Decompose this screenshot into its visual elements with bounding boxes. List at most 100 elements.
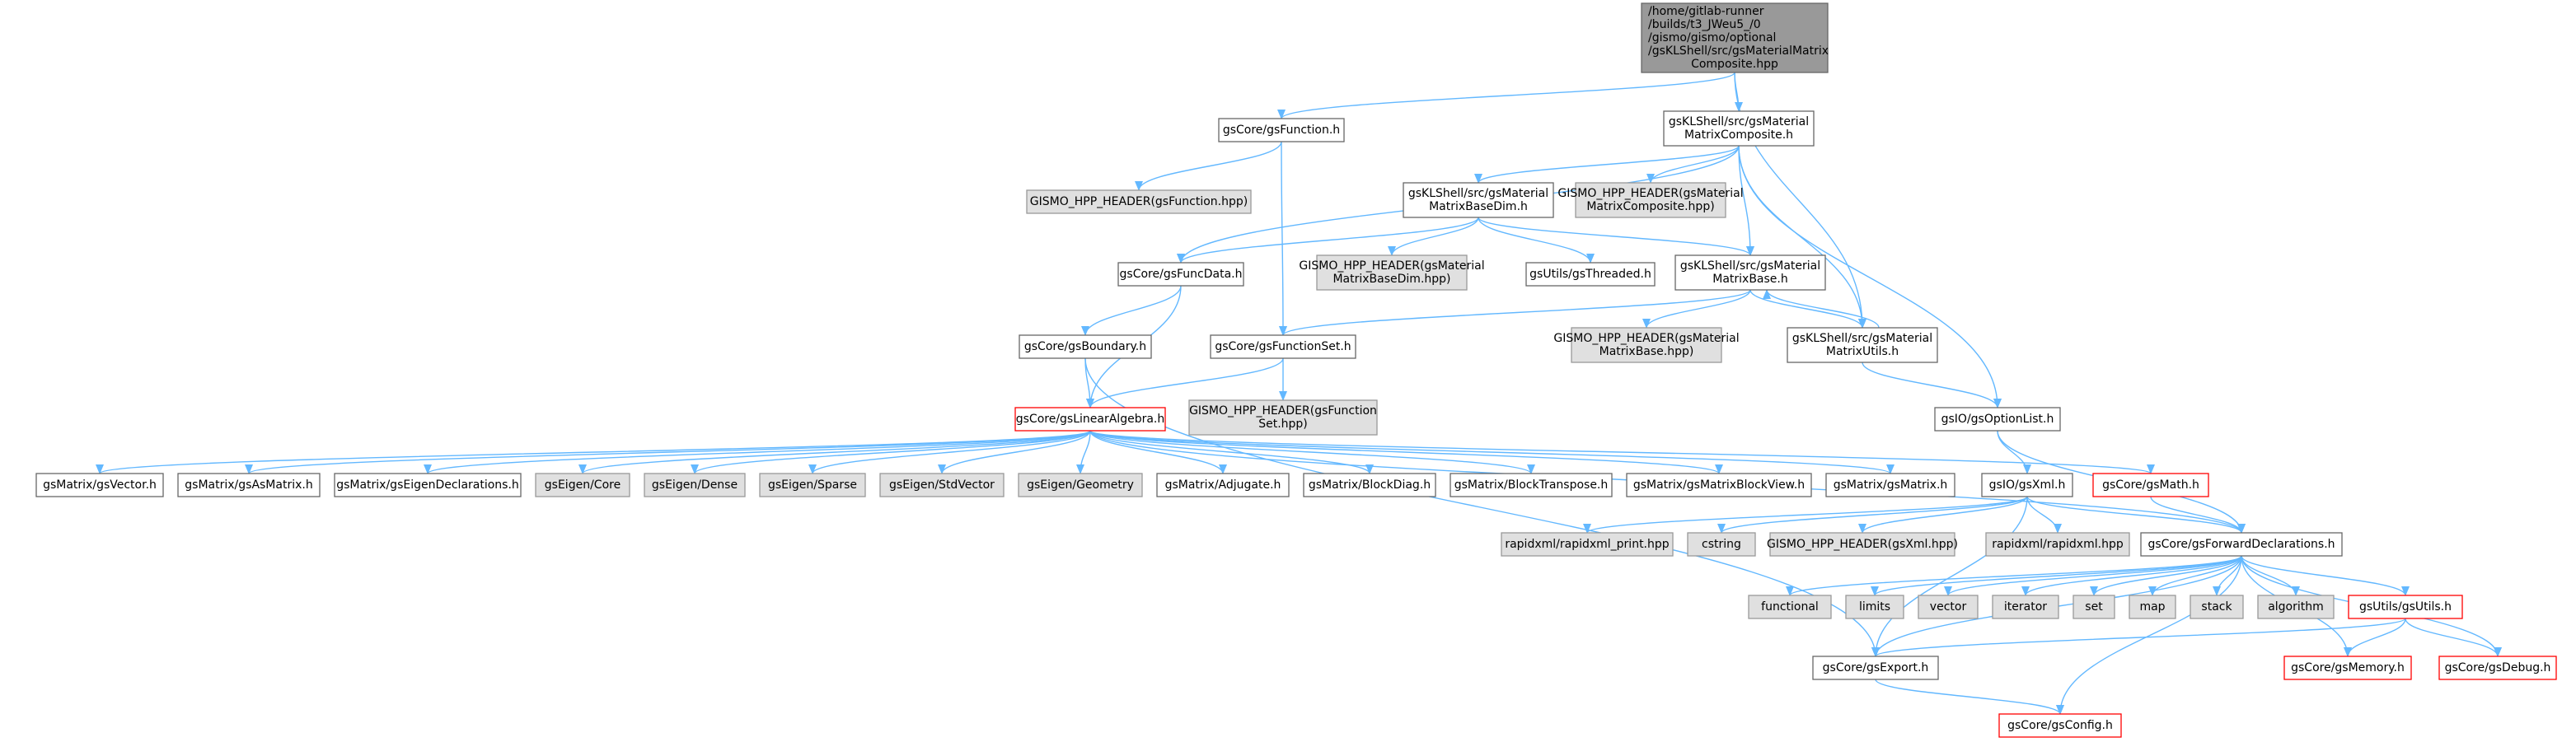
- node-stack[interactable]: stack: [2190, 595, 2244, 619]
- node-label: stack: [2201, 600, 2232, 614]
- node-box: [759, 473, 866, 497]
- node-box: [2073, 595, 2115, 619]
- node-box: [1992, 595, 2059, 619]
- node-box: [1156, 473, 1290, 497]
- edge-mmBaseDim_h-to-mmBase_h: [1478, 217, 1754, 256]
- node-mmComposite-h[interactable]: gsKLShell/src/gsMaterialMatrixComposite.…: [1663, 110, 1815, 147]
- edge-gsFwdDecl_h-to-gsConfig_h: [2056, 555, 2242, 715]
- node-gsMemory-h[interactable]: gsCore/gsMemory.h: [2283, 656, 2412, 680]
- node-box: [1117, 262, 1244, 287]
- node-algorithm[interactable]: algorithm: [2257, 595, 2335, 619]
- node-gsOptionList-h[interactable]: gsIO/gsOptionList.h: [1934, 407, 2061, 432]
- node-label: /gsKLShell/src/gsMaterialMatrix: [1648, 44, 1829, 58]
- node-rapidxml-hpp[interactable]: rapidxml/rapidxml.hpp: [1985, 532, 2130, 557]
- node-eigen-Geometry[interactable]: gsEigen/Geometry: [1018, 473, 1143, 497]
- edge-gsFuncData_h-to-gsBoundary_h: [1081, 285, 1182, 336]
- edge-gsLinearAlgebra_h-to-blockTranspose_h: [1089, 430, 1535, 474]
- node-blockTranspose-h[interactable]: gsMatrix/BlockTranspose.h: [1450, 473, 1613, 497]
- node-limits[interactable]: limits: [1845, 595, 1904, 619]
- node-gsExport-h[interactable]: gsCore/gsExport.h: [1812, 656, 1939, 680]
- node-box: [2140, 532, 2343, 557]
- edge-gsFwdDecl_h-to-functional: [1786, 555, 2242, 596]
- node-eigen-StdVector[interactable]: gsEigen/StdVector: [879, 473, 1005, 497]
- node-vector[interactable]: vector: [1918, 595, 1979, 619]
- node-label: gsEigen/Geometry: [1027, 478, 1134, 492]
- edge-gsFwdDecl_h-to-limits: [1871, 555, 2242, 596]
- node-set[interactable]: set: [2073, 595, 2115, 619]
- node-label: gsEigen/Core: [545, 478, 621, 492]
- node-gsDebug-h[interactable]: gsCore/gsDebug.h: [2438, 656, 2557, 680]
- node-box: [1748, 595, 1832, 619]
- node-box: [1019, 334, 1152, 359]
- edge-gsUtils_h-to-gsExport_h: [1871, 618, 2406, 657]
- node-eigen-Dense[interactable]: gsEigen/Dense: [644, 473, 746, 497]
- edge-gsLinearAlgebra_h-to-eigen_StdVector: [938, 430, 1091, 474]
- node-label: gsCore/gsMemory.h: [2291, 661, 2405, 674]
- edges-layer: [96, 72, 2502, 715]
- node-box: [2257, 595, 2335, 619]
- node-rapidxml-print[interactable]: rapidxml/rapidxml_print.hpp: [1501, 532, 1674, 557]
- node-label: gsCore/gsFunctionSet.h: [1215, 340, 1351, 353]
- node-label: gsMatrix/gsEigenDeclarations.h: [336, 478, 519, 492]
- node-gsFuncData-h[interactable]: gsCore/gsFuncData.h: [1117, 262, 1244, 287]
- node-gsFunctionSet-h[interactable]: gsCore/gsFunctionSet.h: [1210, 334, 1356, 359]
- node-label: gsCore/gsFunction.h: [1223, 124, 1340, 137]
- node-hpp-mmBase[interactable]: GISMO_HPP_HEADER(gsMaterialMatrixBase.hp…: [1553, 327, 1740, 363]
- node-box: [334, 473, 522, 497]
- edge-gsLinearAlgebra_h-to-blockDiag_h: [1089, 430, 1374, 474]
- node-hpp-gsXml[interactable]: GISMO_HPP_HEADER(gsXml.hpp): [1767, 532, 1958, 557]
- node-label: set: [2085, 600, 2103, 614]
- node-label: gsCore/gsBoundary.h: [1024, 340, 1146, 353]
- edge-gsFwdDecl_h-to-set: [2090, 555, 2242, 596]
- edge-gsExport_h-to-gsConfig_h: [1875, 679, 2064, 715]
- node-gsConfig-h[interactable]: gsCore/gsConfig.h: [1998, 713, 2122, 738]
- node-hpp-gsFunction[interactable]: GISMO_HPP_HEADER(gsFunction.hpp): [1026, 189, 1252, 214]
- node-hpp-gsFunctionSet[interactable]: GISMO_HPP_HEADER(gsFunctionSet.hpp): [1188, 399, 1378, 436]
- node-label: MatrixBase.hpp): [1599, 345, 1694, 358]
- node-gsVector-h[interactable]: gsMatrix/gsVector.h: [35, 473, 164, 497]
- edge-mmBase_h-to-hpp_mmBase: [1642, 289, 1751, 329]
- edge-gsLinearAlgebra_h-to-gsMath_h: [1089, 430, 2155, 474]
- nodes-layer: /home/gitlab-runner/builds/t3_JWeu5_/0/g…: [35, 2, 2557, 738]
- node-label: Set.hpp): [1258, 418, 1308, 431]
- node-gsBoundary-h[interactable]: gsCore/gsBoundary.h: [1019, 334, 1152, 359]
- node-blockDiag-h[interactable]: gsMatrix/BlockDiag.h: [1303, 473, 1436, 497]
- node-gsFunction-h[interactable]: gsCore/gsFunction.h: [1218, 118, 1345, 142]
- node-box: [2129, 595, 2176, 619]
- node-eigen-Core[interactable]: gsEigen/Core: [535, 473, 630, 497]
- node-box: [1303, 473, 1436, 497]
- edge-gsLinearAlgebra_h-to-eigen_Dense: [691, 430, 1091, 474]
- node-box: [1626, 473, 1812, 497]
- node-eigen-Sparse[interactable]: gsEigen/Sparse: [759, 473, 866, 497]
- node-gsThreaded-h[interactable]: gsUtils/gsThreaded.h: [1525, 262, 1656, 287]
- node-gsMatrix-h[interactable]: gsMatrix/gsMatrix.h: [1825, 473, 1955, 497]
- node-gsXml-h[interactable]: gsIO/gsXml.h: [1981, 473, 2073, 497]
- node-hpp-mmComposite[interactable]: GISMO_HPP_HEADER(gsMaterialMatrixComposi…: [1557, 182, 1744, 218]
- node-functional[interactable]: functional: [1748, 595, 1832, 619]
- node-root[interactable]: /home/gitlab-runner/builds/t3_JWeu5_/0/g…: [1641, 2, 1829, 73]
- node-label: gsMatrix/gsAsMatrix.h: [185, 478, 312, 492]
- node-box: [1787, 327, 1938, 363]
- node-hpp-mmBaseDim[interactable]: GISMO_HPP_HEADER(gsMaterialMatrixBaseDim…: [1299, 254, 1485, 291]
- node-gsMath-h[interactable]: gsCore/gsMath.h: [2092, 473, 2209, 497]
- edge-mmBase_h-to-mmUtils_h: [1749, 289, 1866, 329]
- node-matrixBlockView-h[interactable]: gsMatrix/gsMatrixBlockView.h: [1626, 473, 1812, 497]
- node-box: [2348, 595, 2463, 619]
- node-gsAsMatrix-h[interactable]: gsMatrix/gsAsMatrix.h: [177, 473, 321, 497]
- node-map[interactable]: map: [2129, 595, 2176, 619]
- node-box: [1210, 334, 1356, 359]
- node-gsFwdDecl-h[interactable]: gsCore/gsForwardDeclarations.h: [2140, 532, 2343, 557]
- node-gsEigenDecl-h[interactable]: gsMatrix/gsEigenDeclarations.h: [334, 473, 522, 497]
- node-adjugate-h[interactable]: gsMatrix/Adjugate.h: [1156, 473, 1290, 497]
- node-label: functional: [1761, 600, 1819, 614]
- node-iterator[interactable]: iterator: [1992, 595, 2059, 619]
- node-label: GISMO_HPP_HEADER(gsMaterial: [1553, 332, 1739, 345]
- node-cstring[interactable]: cstring: [1687, 532, 1756, 557]
- edge-gsFunction_h-to-hpp_gsFunction: [1135, 141, 1282, 191]
- node-label: cstring: [1702, 538, 1741, 551]
- node-gsLinearAlgebra-h[interactable]: gsCore/gsLinearAlgebra.h: [1014, 407, 1166, 432]
- node-gsUtils-h[interactable]: gsUtils/gsUtils.h: [2348, 595, 2463, 619]
